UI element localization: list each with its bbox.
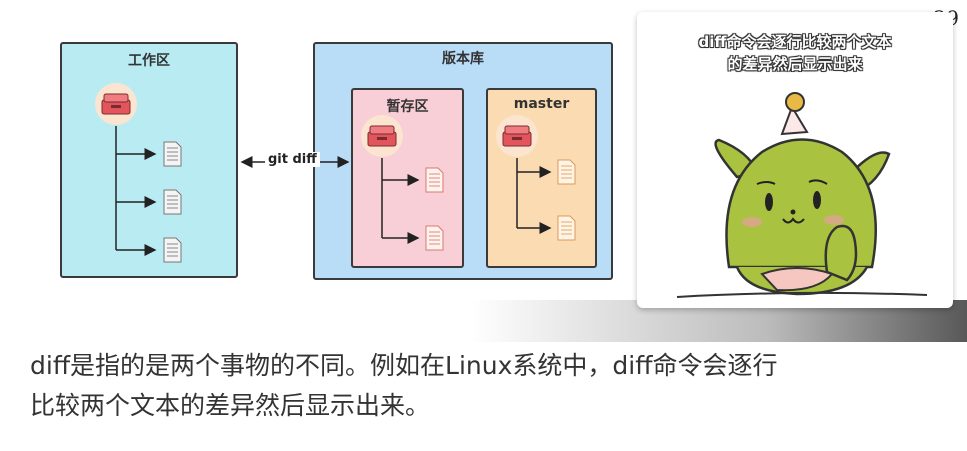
slide-caption: diff是指的是两个事物的不同。例如在Linux系统中，diff命令会逐行 比较…: [30, 346, 950, 426]
mascot-card: diff命令会逐行比较两个文本 的差异然后显示出来: [637, 12, 953, 308]
git-diff-label: git diff: [265, 152, 320, 167]
master-branch-title: master: [513, 96, 570, 112]
mascot-illustration: [676, 92, 928, 298]
workspace-panel: 工作区: [60, 42, 238, 278]
workspace-title: 工作区: [128, 53, 170, 69]
mascot-caption-line2: 的差异然后显示出来: [727, 55, 863, 73]
staging-area-title: 暂存区: [386, 99, 429, 115]
master-branch-panel: master: [486, 88, 597, 268]
mascot-caption-line1: diff命令会逐行比较两个文本: [698, 33, 892, 51]
staging-area-panel: 暂存区: [351, 88, 464, 268]
caption-line2: 比较两个文本的差异然后显示出来。: [30, 391, 431, 420]
caption-line1: diff是指的是两个事物的不同。例如在Linux系统中，diff命令会逐行: [30, 351, 778, 380]
repository-title: 版本库: [442, 51, 484, 67]
